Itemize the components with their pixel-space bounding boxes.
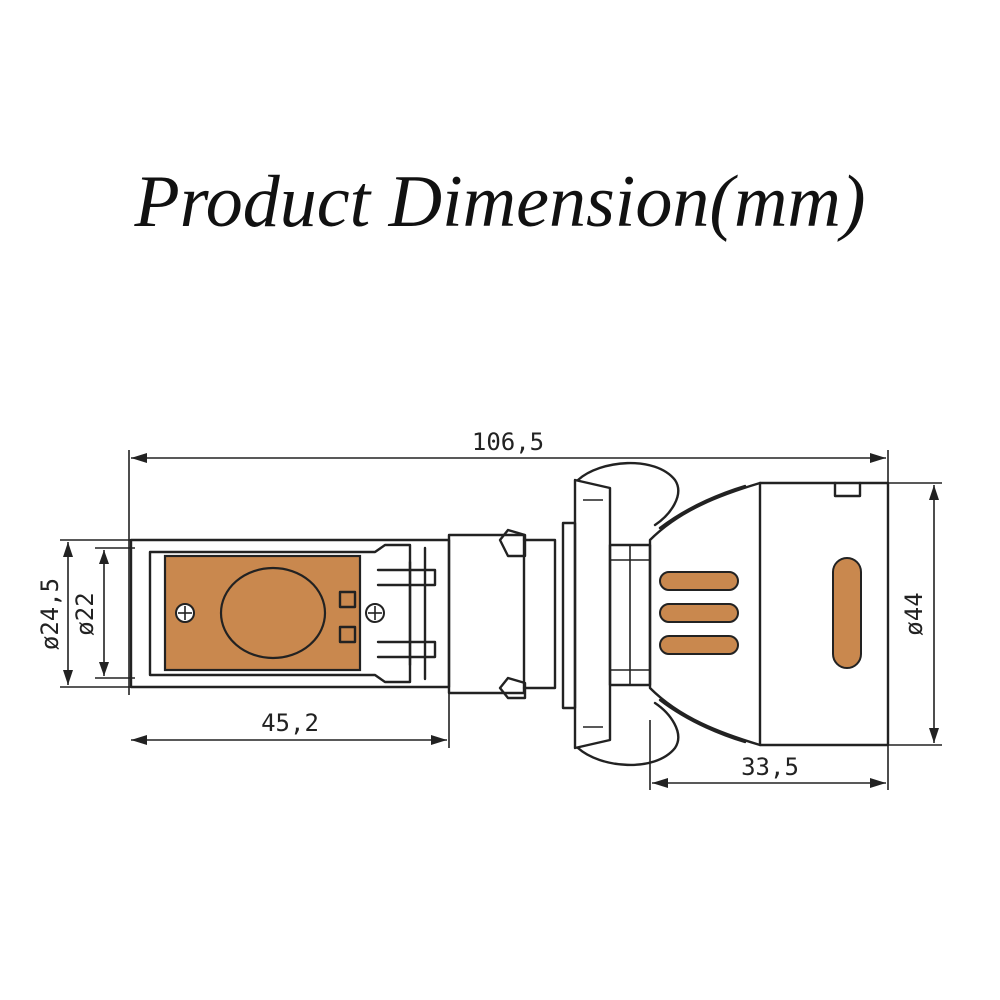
dimension-head-length: 45,2 bbox=[131, 690, 450, 748]
head-length-label: 45,2 bbox=[261, 709, 319, 737]
bulb-base bbox=[648, 481, 890, 747]
overall-length-label: 106,5 bbox=[472, 428, 544, 456]
inner-diameter-label: ø22 bbox=[71, 592, 99, 635]
led-lens bbox=[219, 566, 327, 660]
dimension-base-length: 33,5 bbox=[649, 720, 886, 790]
cooling-vent bbox=[659, 571, 739, 655]
bulb-neck bbox=[447, 528, 557, 700]
screw-icon bbox=[365, 603, 385, 623]
base-length-label: 33,5 bbox=[741, 753, 799, 781]
screw-icon bbox=[175, 603, 195, 623]
page-title: Product Dimension(mm) bbox=[134, 161, 866, 243]
dimension-base-diameter: ø44 bbox=[888, 482, 942, 746]
outer-diameter-label: ø24,5 bbox=[36, 578, 64, 650]
solder-pad bbox=[338, 625, 357, 644]
locking-tab bbox=[498, 676, 527, 700]
led-head bbox=[129, 538, 451, 689]
solder-pad bbox=[338, 590, 357, 609]
base-slot bbox=[832, 557, 862, 669]
twist-lock-collar bbox=[561, 461, 680, 767]
dimension-outer-diameter: ø24,5 bbox=[36, 539, 135, 688]
dimension-inner-diameter: ø22 bbox=[71, 547, 135, 679]
locking-tab bbox=[498, 528, 527, 558]
base-diameter-label: ø44 bbox=[900, 592, 928, 635]
